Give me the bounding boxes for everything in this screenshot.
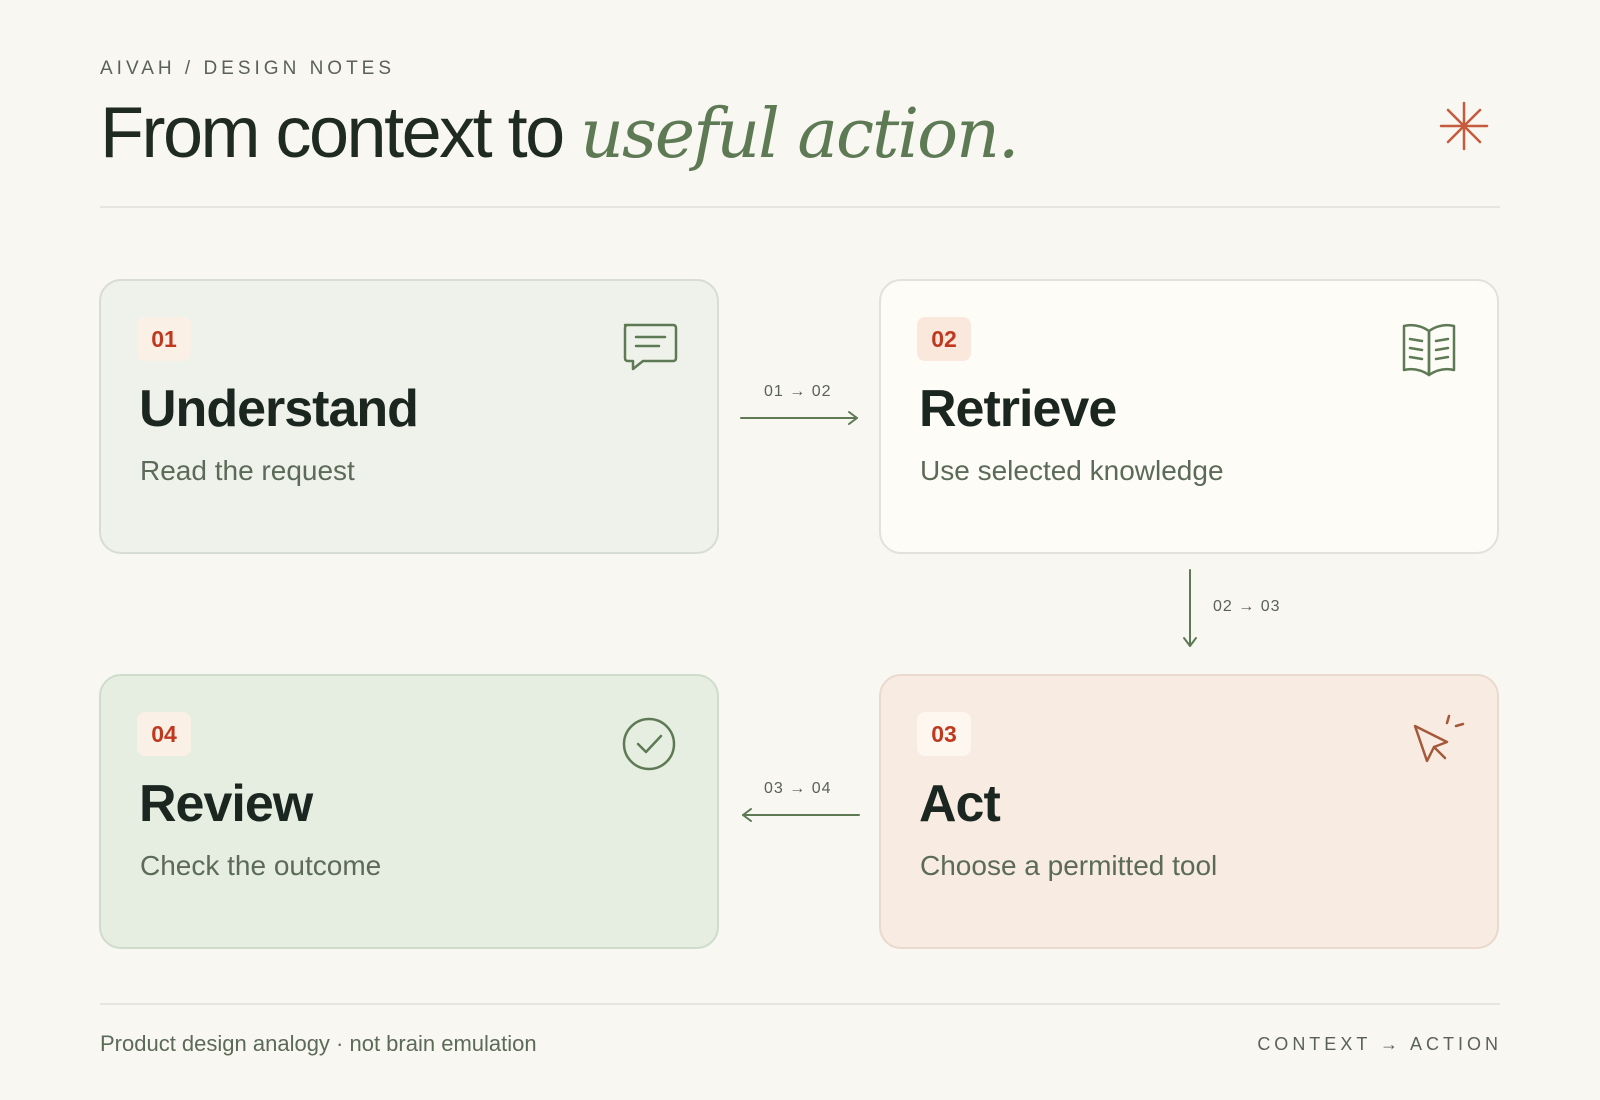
page-title: From context to useful action. [100, 92, 1019, 174]
step-number-badge: 01 [137, 317, 191, 361]
step-title: Review [139, 775, 313, 833]
step-number-badge: 02 [917, 317, 971, 361]
step-subtitle: Read the request [140, 455, 355, 486]
footer-note: Product design analogy · not brain emula… [100, 1031, 537, 1056]
step-subtitle: Use selected knowledge [920, 455, 1224, 486]
step-number-badge: 04 [137, 712, 191, 756]
step-card-act: 03 Act Choose a permitted tool [879, 674, 1499, 949]
step-title: Act [919, 775, 1001, 833]
header-divider [100, 206, 1500, 208]
connector-label: 03 → 04 [764, 780, 832, 797]
check-circle-icon [622, 717, 676, 771]
connector-label: 01 → 02 [764, 383, 832, 400]
arrow-left-icon [742, 808, 860, 822]
cursor-click-icon [1413, 714, 1465, 763]
title-accent: useful action. [580, 95, 1019, 174]
connector-label: 02 → 03 [1213, 598, 1281, 615]
step-card-retrieve: 02 Retrieve Use selected knowledge [879, 279, 1499, 554]
arrow-right-icon [740, 411, 858, 425]
step-subtitle: Check the outcome [140, 850, 382, 881]
chat-bubble-icon [623, 323, 678, 371]
footer-tagline: CONTEXT → ACTION [1257, 1034, 1502, 1054]
footer-divider [100, 1003, 1500, 1005]
step-card-review: 04 Review Check the outcome [99, 674, 719, 949]
title-main: From context to [100, 93, 581, 173]
step-subtitle: Choose a permitted tool [920, 850, 1218, 881]
step-title: Retrieve [919, 380, 1117, 438]
arrow-down-icon [1183, 569, 1197, 647]
asterisk-icon [1439, 101, 1489, 151]
open-book-icon [1402, 323, 1456, 377]
step-number-badge: 03 [917, 712, 971, 756]
step-title: Understand [139, 380, 419, 438]
step-card-understand: 01 Understand Read the request [99, 279, 719, 554]
eyebrow-label: AIVAH / DESIGN NOTES [100, 58, 396, 79]
